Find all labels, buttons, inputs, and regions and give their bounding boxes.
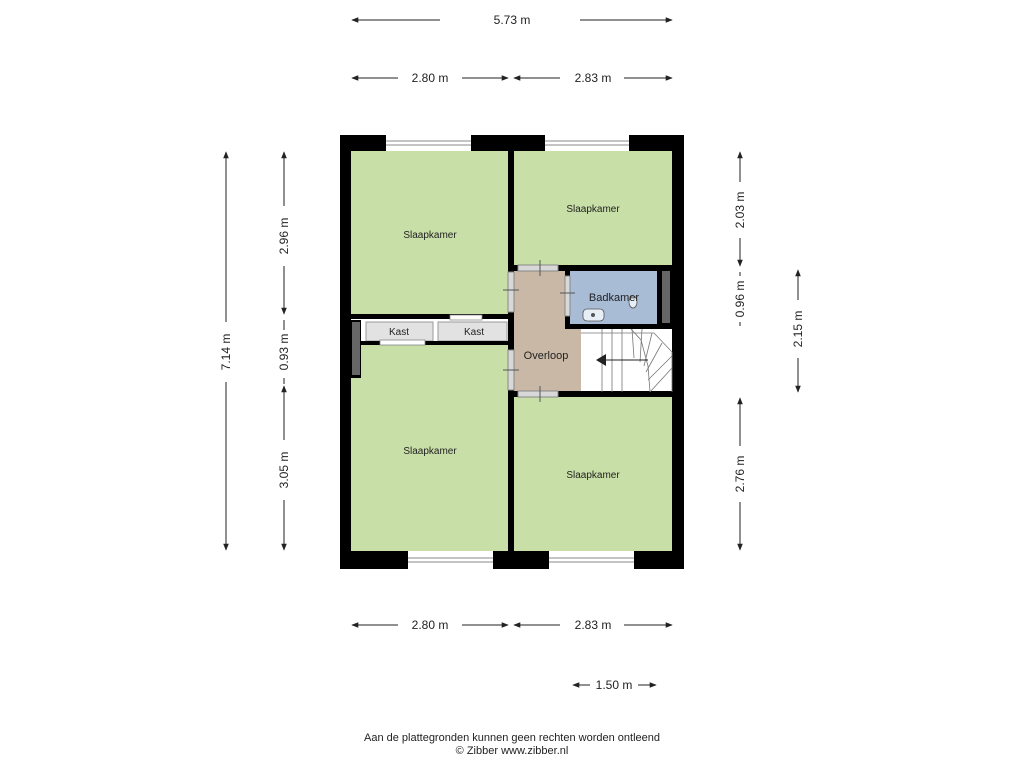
dim-left-lower: 3.05 m <box>277 385 291 551</box>
wall-closet-bottom <box>361 341 508 345</box>
bedroom-bottom-right-label: Slaapkamer <box>566 470 620 481</box>
dim-right-lower-label: 2.76 m <box>733 456 747 493</box>
dim-top-left: 2.80 m <box>351 71 509 85</box>
landing-label: Overloop <box>524 350 569 362</box>
dim-top-total-label: 5.73 m <box>494 13 531 27</box>
bedroom-bottom-right-floor <box>514 397 672 551</box>
toilet-icon <box>628 295 638 309</box>
dim-left-lower-label: 3.05 m <box>277 452 291 489</box>
dim-left-upper-label: 2.96 m <box>277 218 291 255</box>
window-top-left <box>386 135 471 151</box>
footer-disclaimer: Aan de plattegronden kunnen geen rechten… <box>363 732 660 744</box>
shaft-right <box>662 271 670 323</box>
dim-right-outer: 2.15 m <box>791 269 805 393</box>
sink-icon <box>582 308 605 322</box>
dim-bottom-left: 2.80 m <box>351 618 509 632</box>
stair-direction-arrow <box>596 354 648 366</box>
bedroom-top-left-label: Slaapkamer <box>403 230 457 241</box>
dim-top-left-label: 2.80 m <box>412 71 449 85</box>
dim-left-middle: 0.93 m <box>277 320 291 384</box>
dim-right-middle: 0.96 m <box>733 272 747 326</box>
dim-left-upper: 2.96 m <box>277 151 291 315</box>
window-bottom-right <box>549 551 634 569</box>
dim-left-middle-label: 0.93 m <box>277 334 291 371</box>
bedroom-top-right-floor <box>514 151 672 265</box>
dim-top-right: 2.83 m <box>513 71 673 85</box>
wall-top-left-bottom <box>351 314 508 319</box>
dim-top-right-label: 2.83 m <box>575 71 612 85</box>
closet-1-label: Kast <box>389 327 409 338</box>
dim-bottom-stair: 1.50 m <box>572 678 657 692</box>
dim-right-lower: 2.76 m <box>733 397 747 551</box>
wall-top-right-bottom <box>514 265 672 271</box>
dim-left-total-label: 7.14 m <box>219 334 233 371</box>
dim-left-total: 7.14 m <box>219 151 233 551</box>
bedroom-bottom-left-label: Slaapkamer <box>403 446 457 457</box>
dim-right-middle-label: 0.96 m <box>733 281 747 318</box>
dim-top-total: 5.73 m <box>351 13 673 27</box>
dim-bottom-stair-label: 1.50 m <box>596 678 633 692</box>
dim-right-outer-label: 2.15 m <box>791 311 805 348</box>
dim-right-upper: 2.03 m <box>733 151 747 267</box>
wall-bathroom-bottom <box>565 324 657 329</box>
shaft-left <box>352 322 360 375</box>
dim-right-upper-label: 2.03 m <box>733 192 747 229</box>
dim-bottom-left-label: 2.80 m <box>412 618 449 632</box>
bedroom-bottom-left-floor <box>351 344 508 551</box>
footer-copyright: © Zibber www.zibber.nl <box>455 745 569 757</box>
closet-doors <box>379 314 483 346</box>
dim-bottom-right-label: 2.83 m <box>575 618 612 632</box>
bathroom-label: Badkamer <box>589 292 639 304</box>
bedroom-top-left-floor <box>351 151 508 317</box>
dim-bottom-right: 2.83 m <box>513 618 673 632</box>
staircase <box>581 328 673 393</box>
door-ticks <box>503 260 575 402</box>
wall-landing-bottom <box>514 391 672 397</box>
window-top-right <box>545 135 629 151</box>
window-bottom-left <box>408 551 493 569</box>
closet-2-label: Kast <box>464 327 484 338</box>
bedroom-top-right-label: Slaapkamer <box>566 204 620 215</box>
